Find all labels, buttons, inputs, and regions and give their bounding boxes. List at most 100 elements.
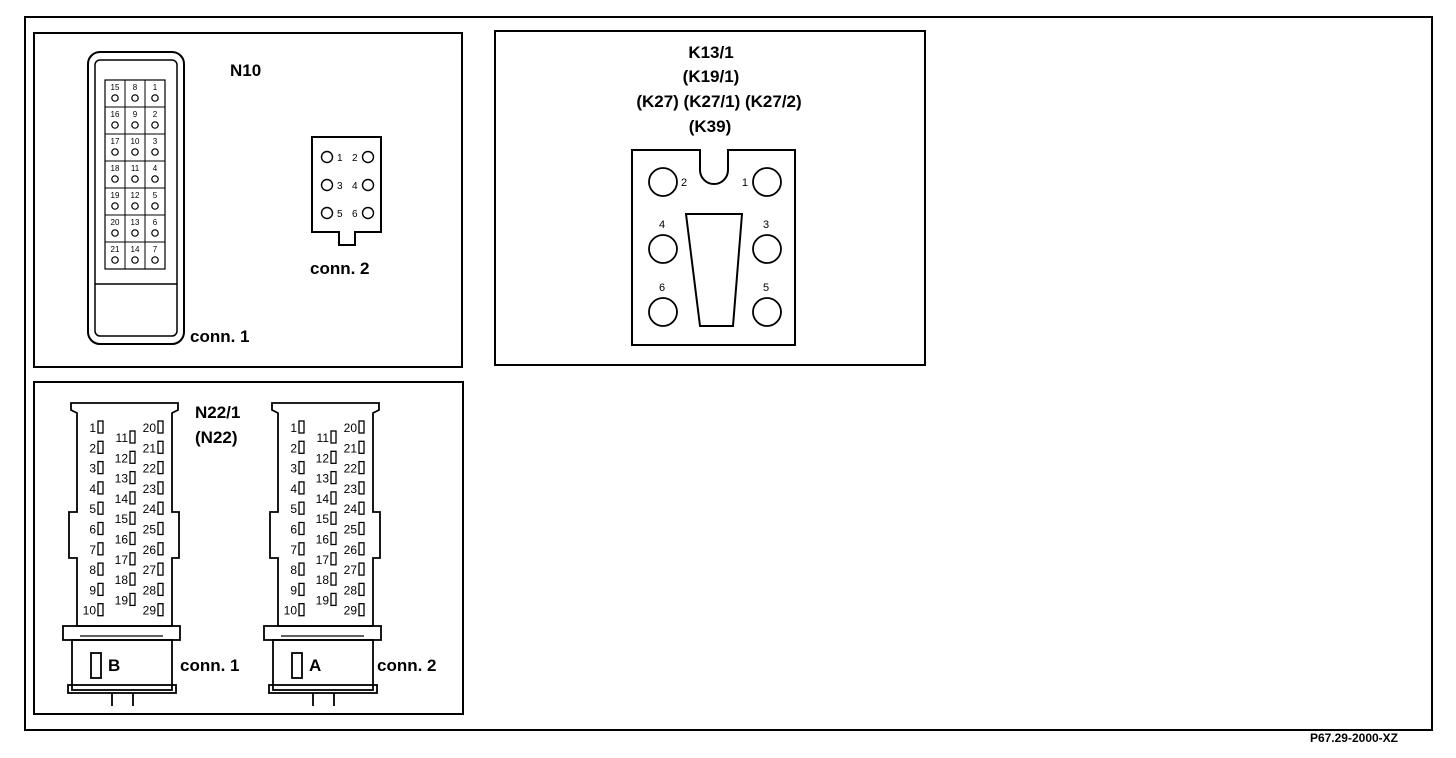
n22-conn1-pin-number: 13: [115, 472, 129, 486]
n22-conn2-pin: [358, 521, 365, 536]
n10-conn1-pin: [111, 94, 119, 102]
n22-conn2-pin-number: 22: [344, 462, 358, 476]
n22-conn2-label: conn. 2: [377, 656, 437, 675]
n10-conn1-pin-number: 7: [153, 245, 158, 254]
n22-conn1-pin: [97, 542, 104, 556]
n22-conn2-pin-number: 24: [344, 502, 358, 516]
n22-conn1-pin: [129, 491, 136, 505]
n22-conn1-base: [67, 684, 177, 694]
n22-conn2-pin-number: 14: [316, 492, 330, 506]
n22-conn1-pin: [97, 521, 104, 536]
n22-conn2-pin-number: 4: [290, 482, 297, 496]
n22-conn2-pin: [358, 603, 365, 617]
n10-conn1-pin-number: 16: [111, 110, 120, 119]
n22-conn2-pin-number: 6: [290, 523, 297, 537]
n22-conn2-pin-number: 26: [344, 543, 358, 557]
n22-conn1-pin-number: 9: [89, 583, 96, 597]
n22-conn1-pin: [129, 531, 136, 546]
n22-conn2-pin: [330, 592, 337, 607]
n22-conn2-lower-box: [272, 639, 374, 691]
n10-conn1-pin: [151, 121, 159, 129]
n22-conn2-pin-number: 17: [316, 553, 330, 567]
n22-conn2-pin-number: 9: [290, 583, 297, 597]
n22-conn1-pin: [97, 420, 104, 434]
n10-conn2-pin-number: 2: [352, 153, 358, 164]
n22-conn1-pin: [157, 521, 164, 536]
n22-conn1-pin-number: 21: [143, 441, 157, 455]
n22-conn2-flange: [263, 625, 382, 641]
n10-conn1-pin: [131, 121, 139, 129]
n10-conn1-pin-number: 6: [153, 218, 158, 227]
n10-conn1-pin-number: 19: [111, 191, 120, 200]
n22-panel-border: [33, 381, 464, 715]
k13-pin: [648, 167, 678, 197]
reference-code: P67.29-2000-XZ: [1310, 731, 1398, 745]
n10-conn1-pin-number: 20: [111, 218, 120, 227]
n22-conn1-pin: [157, 582, 164, 597]
n22-conn2-pin-number: 13: [316, 472, 330, 486]
k13-center-trapezoid: [684, 213, 744, 327]
n22-conn1-pin: [97, 481, 104, 495]
n22-conn2-pin: [298, 420, 305, 434]
n10-conn1-pin-number: 17: [111, 137, 120, 146]
n22-conn1-pin-number: 14: [115, 492, 129, 506]
n10-conn1-pin-number: 9: [133, 110, 138, 119]
n22-conn2-pin: [330, 450, 337, 464]
k13-pin: [648, 234, 678, 264]
k13-title-line-1: K13/1: [688, 43, 733, 62]
n22-conn1-pin: [157, 460, 164, 475]
n22-conn1-letter: B: [108, 656, 120, 675]
n10-conn1-pin: [151, 175, 159, 183]
n22-conn1-pin-number: 28: [143, 583, 157, 597]
n22-conn2-base: [268, 684, 378, 694]
n22-conn1-pin: [157, 562, 164, 576]
n10-conn2-pin: [320, 150, 334, 164]
n10-conn1-housing-inner: [94, 59, 178, 337]
n10-conn1-housing-outer: [87, 51, 185, 345]
k13-pin-number: 6: [659, 282, 665, 294]
n10-conn1-pin: [131, 175, 139, 183]
n22-conn1-pin: [157, 542, 164, 556]
n10-conn1-pin: [151, 256, 159, 264]
n22-conn2-pin: [298, 582, 305, 597]
n10-conn2-pin-number: 3: [337, 181, 343, 192]
n10-conn1-pin: [131, 229, 139, 237]
n10-conn1-grid-border: [104, 79, 166, 270]
n22-conn1-pin: [129, 552, 136, 566]
n22-conn2-pin: [358, 582, 365, 597]
k13-title-line-3: (K27) (K27/1) (K27/2): [636, 92, 801, 111]
n22-conn2-pin-number: 23: [344, 482, 358, 496]
n22-conn2-pin: [330, 552, 337, 566]
n10-conn1-pin-number: 3: [153, 137, 158, 146]
n22-conn2-pin: [358, 562, 365, 576]
n10-conn1-pin: [111, 229, 119, 237]
k13-title-line-4: (K39): [689, 117, 732, 136]
n22-conn1-pin-number: 1: [89, 421, 96, 435]
n22-conn1-flange: [62, 625, 181, 641]
n22-conn1-pin: [97, 440, 104, 454]
n22-conn1-pin: [157, 603, 164, 617]
n22-conn1-pin-number: 17: [115, 553, 129, 567]
n10-conn2-pin-number: 6: [352, 209, 358, 220]
k13-panel-border: [494, 30, 926, 366]
n10-conn1-pin-number: 4: [153, 164, 158, 173]
n22-conn2-pin-number: 28: [344, 583, 358, 597]
n22-conn2-pin-number: 15: [316, 512, 330, 526]
n10-conn1-pin: [151, 202, 159, 210]
n10-conn1-pin-number: 8: [133, 83, 138, 92]
n22-conn1-pin-number: 6: [89, 523, 96, 537]
n22-conn2-pin: [358, 440, 365, 454]
n10-conn2-housing: [311, 136, 382, 246]
n10-conn1-pin-number: 18: [111, 164, 120, 173]
k13-title-line-2: (K19/1): [683, 67, 740, 86]
n22-conn2-pin-number: 5: [290, 502, 297, 516]
n22-conn2-pin-number: 16: [316, 533, 330, 547]
n22-conn1-pin-number: 20: [143, 421, 157, 435]
n22-conn2-pin-number: 19: [316, 593, 330, 607]
n10-conn2-pin: [361, 206, 375, 220]
n10-conn2-label: conn. 2: [310, 259, 370, 278]
